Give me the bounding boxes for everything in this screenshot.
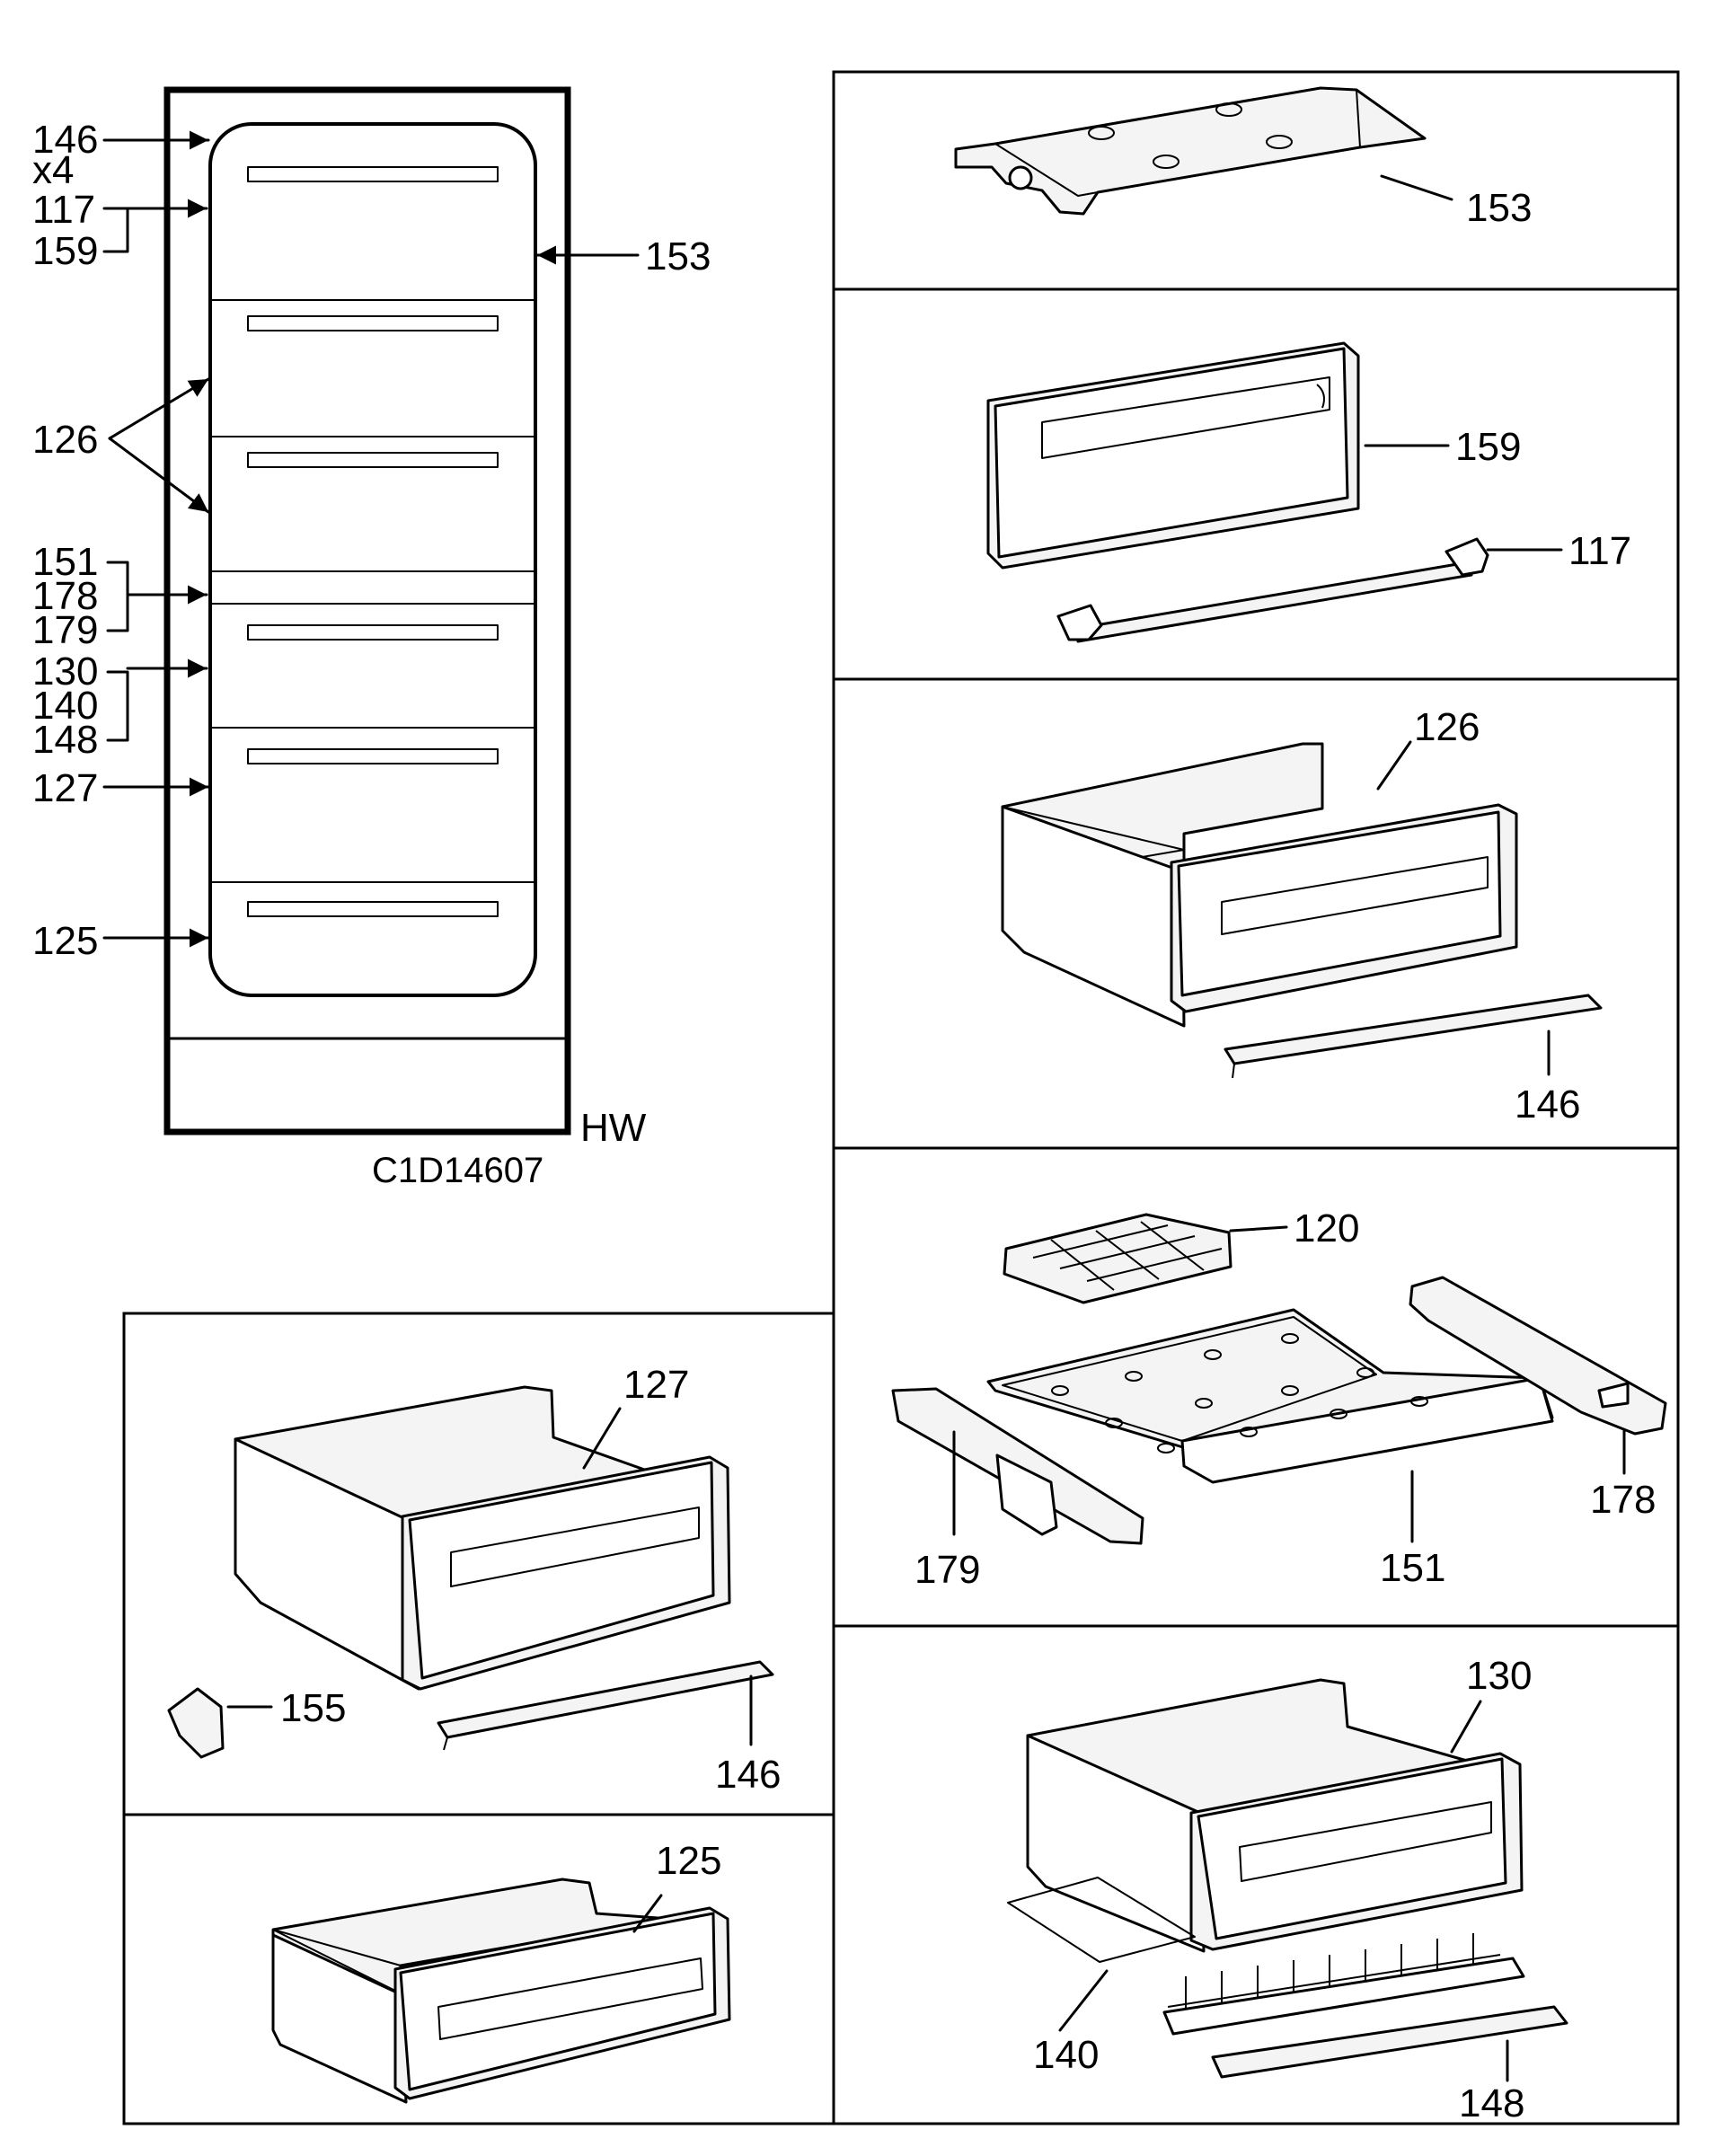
figure-code: C1D14607 — [372, 1151, 543, 1190]
panel-frames — [122, 70, 1680, 2125]
frame-label-148: 148 — [1459, 2081, 1524, 2125]
drawer125-label: 125 — [656, 1839, 721, 1883]
overview-label-117: 117 — [32, 188, 95, 232]
flap-label-159: 159 — [1455, 425, 1521, 469]
overview-label-153: 153 — [645, 234, 711, 278]
drawer127-label: 127 — [623, 1363, 689, 1407]
panel-flap-159: 159 117 — [986, 341, 1631, 643]
tray-label-120: 120 — [1294, 1206, 1359, 1250]
clip-label-155: 155 — [280, 1686, 346, 1730]
overview-label-179: 179 — [32, 608, 98, 652]
overview-label-140: 140 — [32, 684, 98, 728]
grid-label-140: 140 — [1033, 2033, 1099, 2077]
overview-label-159: 159 — [32, 229, 98, 273]
cover-label-153: 153 — [1466, 186, 1532, 230]
overview-label-127: 127 — [32, 766, 98, 810]
panel-drawer-125: 125 — [271, 1839, 731, 2104]
overview-label-151: 151 — [32, 540, 98, 584]
hinge-label-117: 117 — [1568, 529, 1631, 573]
rail-label-178: 178 — [1590, 1478, 1656, 1522]
panel-ice-shelf: 120 151 179 178 — [891, 1206, 1667, 1592]
panel-drawer-127: 127 155 146 — [167, 1363, 781, 1797]
drawer126-rail-label: 146 — [1515, 1082, 1580, 1127]
overview-label-178: 178 — [32, 574, 98, 618]
overview-label-125: 125 — [32, 919, 98, 963]
drawer130-label: 130 — [1466, 1654, 1532, 1698]
overview-label-qty: x4 — [32, 148, 74, 192]
panel-drawer-126: 126 146 — [1001, 705, 1603, 1127]
cabinet-overview: 146 x4 117 159 153 126 151 178 179 130 1… — [32, 86, 711, 1190]
overview-label-148: 148 — [32, 718, 98, 762]
drawer126-label: 126 — [1414, 705, 1480, 749]
variant-mark: HW — [580, 1106, 647, 1150]
panel-cover-153: 153 — [954, 86, 1532, 230]
overview-label-146: 146 — [32, 118, 98, 162]
rail-label-179: 179 — [914, 1548, 980, 1592]
drawer127-rail-label: 146 — [715, 1753, 781, 1797]
panel-drawer-130: 130 140 148 — [1007, 1654, 1568, 2125]
shelf-label-151: 151 — [1380, 1546, 1445, 1590]
overview-label-130: 130 — [32, 649, 98, 694]
overview-label-126: 126 — [32, 418, 98, 462]
